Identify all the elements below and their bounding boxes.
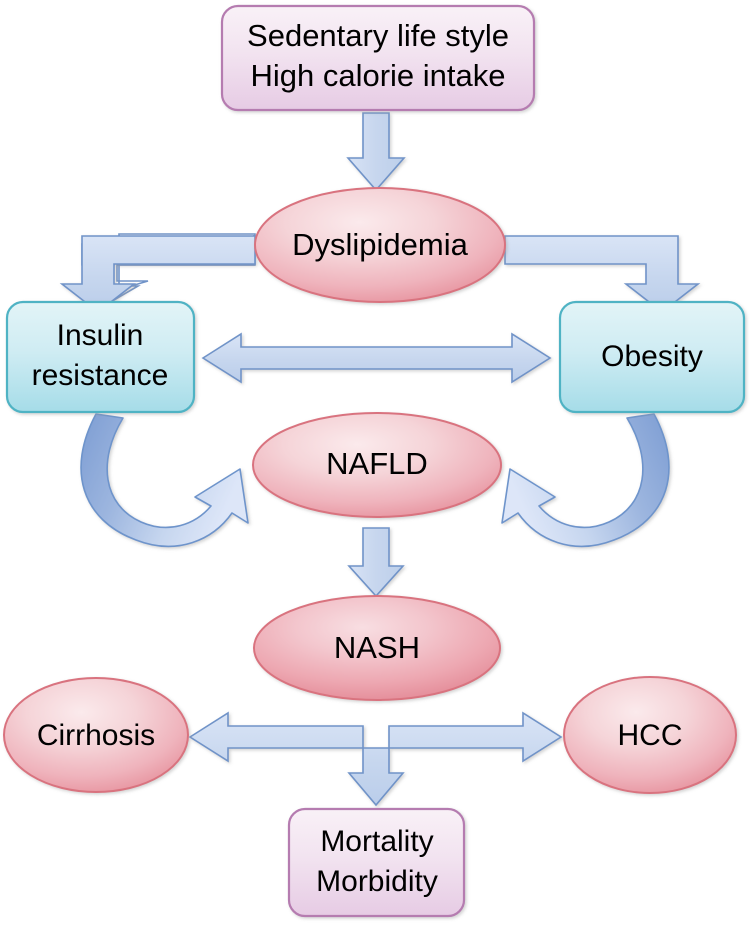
dyslipidemia-label: Dyslipidemia bbox=[292, 227, 468, 262]
edge-lifestyle-to-dyslipidemia bbox=[346, 112, 406, 192]
lifestyle-label-line1: Sedentary life style bbox=[247, 18, 509, 53]
lifestyle-label-line2: High calorie intake bbox=[250, 58, 505, 93]
edge-nash-to-outcomes bbox=[188, 711, 563, 807]
nafld-label: NAFLD bbox=[326, 446, 428, 481]
hcc-ellipse[interactable] bbox=[563, 676, 737, 794]
edge-insulin-to-nafld bbox=[80, 413, 249, 548]
edge-dyslipidemia-to-obesity bbox=[504, 235, 701, 314]
hcc-label: HCC bbox=[618, 719, 683, 752]
node-dyslipidemia[interactable]: Dyslipidemia bbox=[254, 187, 506, 303]
mortality-label-line2: Morbidity bbox=[316, 865, 438, 898]
insulin-resistance-box[interactable] bbox=[5, 300, 196, 414]
nash-label: NASH bbox=[334, 630, 420, 665]
obesity-box[interactable] bbox=[558, 300, 746, 414]
node-nash[interactable]: NASH bbox=[253, 595, 501, 701]
node-insulin-resistance[interactable]: Insulin resistance bbox=[5, 300, 196, 414]
edge-dyslipidemia-to-insulin bbox=[59, 233, 256, 314]
obesity-label: Obesity bbox=[601, 340, 703, 373]
nafld-ellipse[interactable] bbox=[252, 412, 502, 518]
edge-nafld-to-nash bbox=[347, 527, 405, 598]
node-nafld[interactable]: NAFLD bbox=[252, 412, 502, 518]
node-obesity[interactable]: Obesity bbox=[558, 300, 746, 414]
insulin-resistance-label-line2: resistance bbox=[32, 359, 169, 392]
node-hcc[interactable]: HCC bbox=[563, 676, 737, 794]
mortality-label-line1: Mortality bbox=[320, 825, 433, 858]
lifestyle-box[interactable] bbox=[220, 4, 536, 112]
edge-insulin-obesity-bidirectional bbox=[201, 332, 552, 384]
mortality-box[interactable] bbox=[287, 807, 466, 918]
cirrhosis-label: Cirrhosis bbox=[37, 719, 155, 752]
node-mortality[interactable]: Mortality Morbidity bbox=[287, 807, 466, 918]
cirrhosis-ellipse[interactable] bbox=[3, 677, 189, 793]
insulin-resistance-label-line1: Insulin bbox=[57, 319, 144, 352]
dyslipidemia-ellipse[interactable] bbox=[254, 187, 506, 303]
node-lifestyle[interactable]: Sedentary life style High calorie intake bbox=[220, 4, 536, 112]
node-cirrhosis[interactable]: Cirrhosis bbox=[3, 677, 189, 793]
nash-ellipse[interactable] bbox=[253, 595, 501, 701]
edge-obesity-to-nafld bbox=[501, 413, 670, 548]
